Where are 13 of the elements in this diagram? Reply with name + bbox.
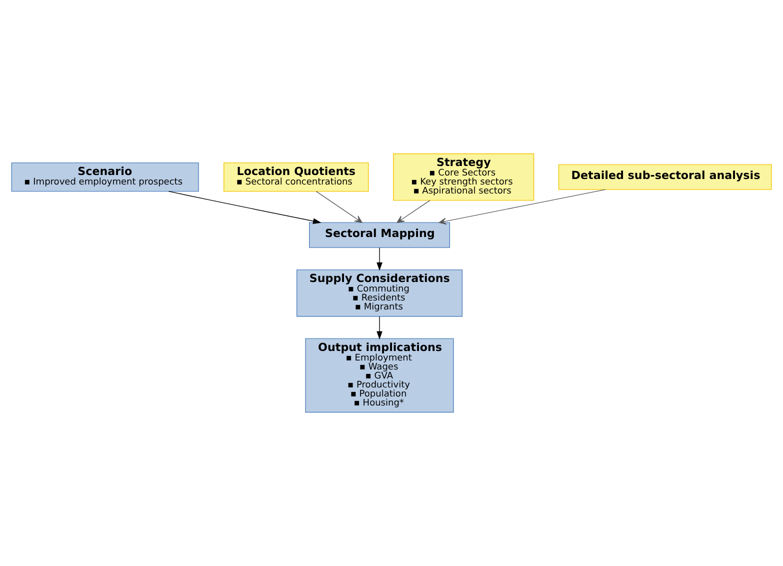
arrow [376, 247, 382, 271]
arrow [168, 190, 322, 224]
node-box: Supply Considerations ▪ Commuting ▪ Residents ▪ Migrants [296, 269, 463, 317]
arrow [316, 190, 362, 223]
node-box: Sectoral Mapping [309, 222, 450, 248]
arrow [376, 316, 382, 340]
arrow [438, 189, 606, 225]
node-box: Location Quotients ▪ Sectoral concentrations [224, 162, 369, 192]
node-box: Output implications ▪ Employment ▪ Wages ▪ GVA ▪ Productivity ▪ Population ▪ Housing* [305, 338, 454, 413]
node-box: Detailed sub-sectoral analysis [558, 164, 772, 190]
node-box: Scenario ▪ Improved employment prospects [11, 162, 199, 192]
arrow [396, 200, 430, 223]
node-box: Strategy ▪ Core Sectors ▪ Key strength sectors ▪ Aspirational sectors [393, 153, 534, 201]
